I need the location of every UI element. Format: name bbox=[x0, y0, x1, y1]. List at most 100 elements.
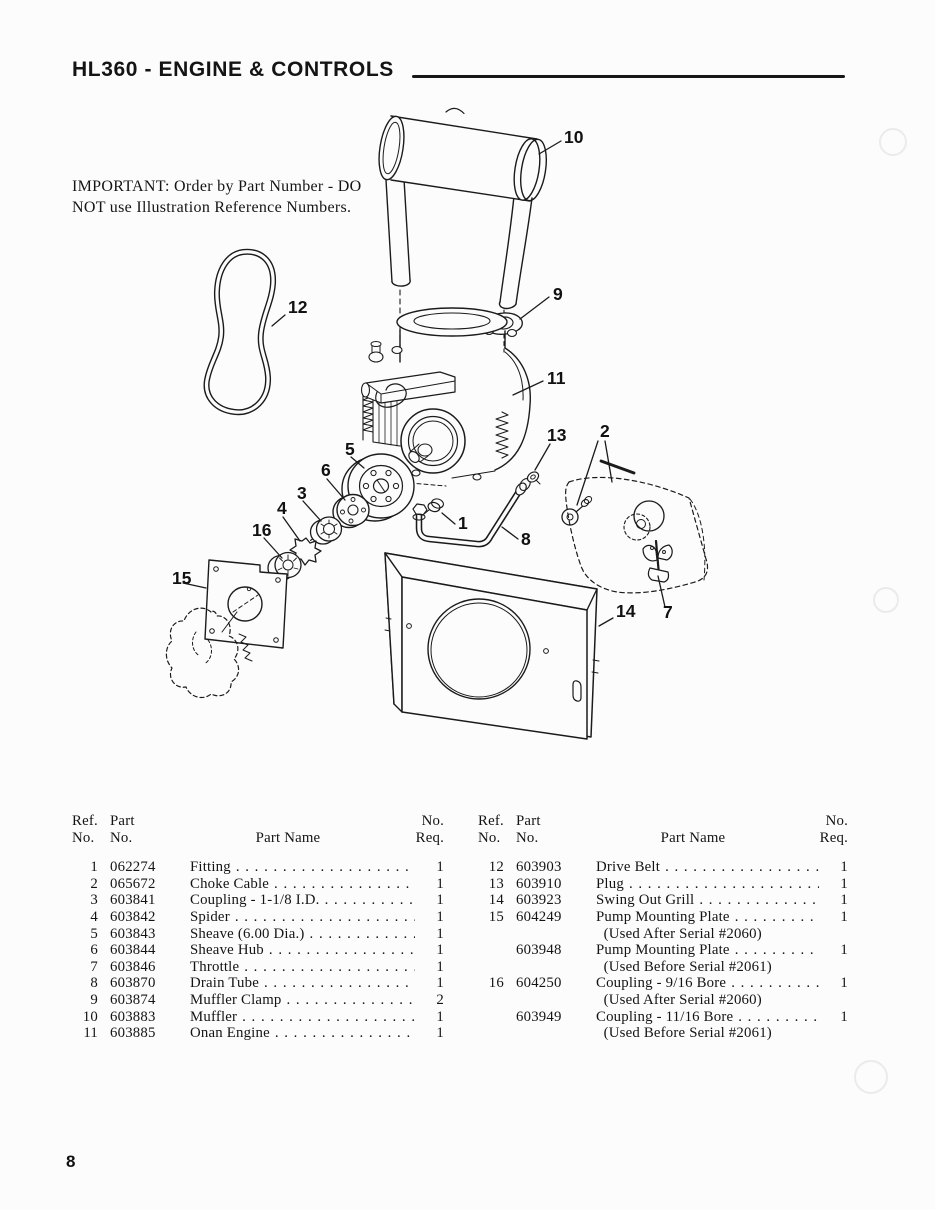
dot-leader: . . . . . . . . . . . . . . . . . . . . … bbox=[242, 1008, 415, 1025]
dot-leader: . . . . . . . . . . . . . . . . . . . . … bbox=[268, 942, 415, 959]
parts-table-left: Ref. Part No. No. No. Part Name Req. 1 0… bbox=[72, 813, 444, 1042]
drive-belt-figure bbox=[203, 248, 277, 416]
callout-7: 7 bbox=[657, 575, 673, 622]
ref-no: 13 bbox=[488, 875, 504, 892]
header-part-name: Part Name bbox=[255, 829, 321, 846]
part-no: 603841 bbox=[110, 892, 156, 909]
qty: 1 bbox=[436, 908, 444, 925]
qty: 1 bbox=[840, 1008, 848, 1025]
control-panel-figure bbox=[561, 459, 709, 594]
part-name: Coupling - 1-1/8 I.D. bbox=[190, 892, 320, 909]
important-note-line2: NOT use Illustration Reference Numbers. bbox=[72, 199, 352, 216]
part-no: 603870 bbox=[110, 975, 156, 992]
qty: 1 bbox=[436, 1008, 444, 1025]
callout-12: 12 bbox=[271, 297, 308, 327]
part-name: Pump Mounting Plate bbox=[596, 942, 730, 959]
important-note-line1: IMPORTANT: Order by Part Number - DO bbox=[72, 178, 362, 195]
part-no: 603949 bbox=[516, 1008, 562, 1025]
part-name: Drive Belt bbox=[596, 859, 661, 876]
qty: 1 bbox=[436, 859, 444, 876]
header-part-name: Part Name bbox=[660, 829, 726, 846]
part-no: 603842 bbox=[110, 908, 156, 925]
ref-no: 7 bbox=[90, 958, 98, 975]
part-no: 603846 bbox=[110, 958, 156, 975]
qty: 1 bbox=[840, 892, 848, 909]
dot-leader: . . . . . . . . . . . . . . . . . . . . … bbox=[731, 975, 819, 992]
header-req-label: Req. bbox=[415, 829, 444, 846]
table-row: 14 603923 Swing Out Grill . . . . . . . … bbox=[478, 892, 848, 909]
scan-artifacts bbox=[854, 128, 907, 1094]
ref-no: 5 bbox=[90, 925, 98, 942]
part-name: (Used Before Serial #2061) bbox=[596, 958, 772, 975]
callout-1: 1 bbox=[441, 512, 468, 533]
part-no: 604250 bbox=[516, 975, 562, 992]
part-no: 603948 bbox=[516, 942, 562, 959]
table-row: (Used Before Serial #2061) bbox=[478, 959, 848, 976]
table-row: 15 604249 Pump Mounting Plate . . . . . … bbox=[478, 909, 848, 926]
qty: 1 bbox=[436, 925, 444, 942]
part-name: (Used After Serial #2060) bbox=[596, 925, 762, 942]
dot-leader: . . . . . . . . . . . . . . . . . . . . … bbox=[324, 892, 415, 909]
part-no: 603903 bbox=[516, 859, 562, 876]
part-name: (Used Before Serial #2061) bbox=[596, 1025, 772, 1042]
qty: 1 bbox=[840, 975, 848, 992]
callout-15: 15 bbox=[172, 568, 207, 589]
part-name: Onan Engine bbox=[190, 1025, 270, 1042]
qty: 1 bbox=[436, 958, 444, 975]
table-row: 1 062274 Fitting . . . . . . . . . . . .… bbox=[72, 859, 444, 876]
sheave-train-figure bbox=[236, 453, 415, 597]
qty: 1 bbox=[840, 875, 848, 892]
table-row: (Used Before Serial #2061) bbox=[478, 1025, 848, 1042]
svg-text:15: 15 bbox=[172, 568, 192, 588]
header-req-label: Req. bbox=[819, 829, 848, 846]
table-row: 6 603844 Sheave Hub . . . . . . . . . . … bbox=[72, 942, 444, 959]
ref-no: 14 bbox=[488, 892, 504, 909]
callout-13: 13 bbox=[534, 425, 567, 471]
svg-text:4: 4 bbox=[277, 498, 287, 518]
qty: 2 bbox=[436, 991, 444, 1008]
svg-text:9: 9 bbox=[553, 284, 563, 304]
page-title: HL360 - ENGINE & CONTROLS bbox=[72, 58, 394, 81]
ref-no: 1 bbox=[90, 859, 98, 876]
ref-no: 12 bbox=[488, 859, 504, 876]
muffler-figure bbox=[378, 107, 548, 202]
dot-leader: . . . . . . . . . . . . . . . . . . . . … bbox=[234, 908, 415, 925]
table-row: 8 603870 Drain Tube . . . . . . . . . . … bbox=[72, 975, 444, 992]
table-row: (Used After Serial #2060) bbox=[478, 992, 848, 1009]
svg-text:10: 10 bbox=[564, 127, 584, 147]
part-name: Muffler Clamp bbox=[190, 991, 282, 1008]
dot-leader: . . . . . . . . . . . . . . . . . . . . … bbox=[699, 892, 819, 909]
pump-plate-figure bbox=[165, 559, 288, 699]
ref-no: 2 bbox=[90, 875, 98, 892]
table-row: 9 603874 Muffler Clamp . . . . . . . . .… bbox=[72, 992, 444, 1009]
page-number: 8 bbox=[66, 1152, 76, 1171]
svg-text:1: 1 bbox=[458, 513, 468, 533]
part-name: Sheave (6.00 Dia.) bbox=[190, 925, 305, 942]
part-no: 603883 bbox=[110, 1008, 156, 1025]
part-no: 603874 bbox=[110, 991, 156, 1008]
qty: 1 bbox=[436, 942, 444, 959]
header-req: No. bbox=[825, 813, 848, 829]
svg-text:2: 2 bbox=[600, 421, 610, 441]
callout-16: 16 bbox=[252, 520, 283, 559]
svg-text:7: 7 bbox=[663, 602, 673, 622]
header-ref: Ref. bbox=[72, 813, 98, 829]
header-part-no: No. bbox=[516, 829, 539, 846]
callout-14: 14 bbox=[598, 601, 636, 627]
header-part-no: No. bbox=[110, 829, 133, 846]
callout-4: 4 bbox=[277, 498, 301, 542]
dot-leader: . . . . . . . . . . . . . . . . . . . . … bbox=[665, 859, 819, 876]
dot-leader: . . . . . . . . . . . . . . . . . . . . … bbox=[628, 875, 819, 892]
ref-no: 16 bbox=[488, 975, 504, 992]
part-name: Pump Mounting Plate bbox=[596, 908, 730, 925]
table-row: 11 603885 Onan Engine . . . . . . . . . … bbox=[72, 1025, 444, 1042]
table-row: 603948 Pump Mounting Plate . . . . . . .… bbox=[478, 942, 848, 959]
parts-table-left-header: Ref. Part No. No. No. Part Name Req. bbox=[72, 813, 444, 846]
dot-leader: . . . . . . . . . . . . . . . . . . . . … bbox=[274, 875, 415, 892]
diagram-callouts: 10 9 11 12 13 2 bbox=[172, 127, 673, 627]
part-no: 065672 bbox=[110, 875, 156, 892]
part-name: Drain Tube bbox=[190, 975, 260, 992]
header-part: Part bbox=[516, 813, 541, 829]
part-no: 603843 bbox=[110, 925, 156, 942]
